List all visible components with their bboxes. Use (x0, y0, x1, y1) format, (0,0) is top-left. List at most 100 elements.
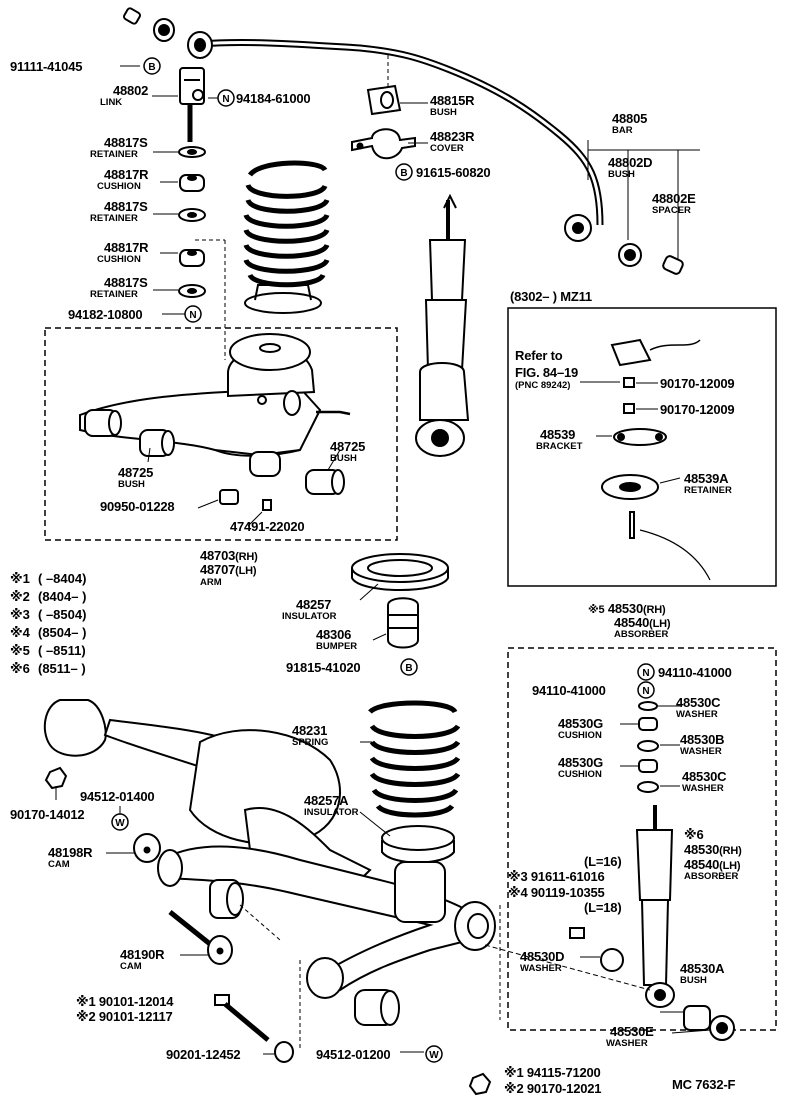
variant-row: ※4(8504– ) (10, 625, 87, 640)
label-bracket: BRACKET (536, 441, 583, 452)
marker-b: B (400, 168, 407, 179)
callout-48530A: 48530A (680, 961, 725, 976)
variant-row: ※5( –8511) (10, 643, 86, 658)
circle-markers (111, 57, 655, 1063)
bar-eye-right (564, 214, 592, 242)
label-bush: BUSH (330, 453, 357, 464)
inset-box (507, 307, 777, 587)
marker-n: N (642, 686, 649, 697)
label-washer: WASHER (520, 963, 562, 974)
callout-48231: 48231 (292, 723, 328, 738)
callout-48530E: 48530E (610, 1024, 654, 1039)
callout-48817R: 48817R (104, 167, 149, 182)
rear-shock-absorber (635, 805, 675, 1008)
callout-48725: 48725 (118, 465, 154, 480)
callout-48530-bot: 48530(RH) (684, 842, 742, 857)
marker-w: W (115, 818, 125, 829)
label-bush: BUSH (430, 107, 457, 118)
label-bush: BUSH (608, 169, 635, 180)
label-spacer: SPACER (652, 205, 691, 216)
front-coil-spring (243, 160, 330, 288)
callout-90101-12117: ※2 90101-12117 (76, 1009, 173, 1024)
marker-n: N (642, 668, 649, 679)
callout-47491-22020: 47491-22020 (230, 519, 305, 534)
callout-48802D: 48802D (608, 155, 653, 170)
callout-48257: 48257 (296, 597, 332, 612)
callout-94512-01400: 94512-01400 (80, 789, 155, 804)
callout-48805: 48805 (612, 111, 648, 126)
label-spring: SPRING (292, 737, 329, 748)
label-washer: WASHER (680, 746, 722, 757)
callout-48707: 48707(LH) (200, 562, 257, 577)
callout-48802: 48802 (113, 83, 149, 98)
callout-48530B: 48530B (680, 732, 725, 747)
callout-48540-top: 48540(LH) (614, 615, 671, 630)
callout-48817S: 48817S (104, 275, 148, 290)
label-absorber: ABSORBER (614, 629, 669, 640)
callout-48530G: 48530G (558, 716, 604, 731)
refer-line-1: Refer to (515, 348, 563, 363)
marker-b: B (148, 62, 155, 73)
callout-90170-12009: 90170-12009 (660, 402, 735, 417)
callout-mark-6: ※6 (684, 827, 704, 842)
label-washer: WASHER (682, 783, 724, 794)
marker-w: W (429, 1050, 439, 1061)
leader-lines (55, 65, 711, 1055)
label-retainer: RETAINER (90, 213, 138, 224)
label-bumper: BUMPER (316, 641, 358, 652)
callout-l16: (L=16) (584, 854, 622, 869)
variant-row: ※2(8404– ) (10, 589, 87, 604)
bar-eye-top (187, 31, 213, 59)
bush-48802D (618, 243, 642, 267)
label-bush: BUSH (118, 479, 145, 490)
label-cover: COVER (430, 143, 464, 154)
callout-48817S: 48817S (104, 135, 148, 150)
marker-n: N (189, 310, 196, 321)
callout-90170-12021: ※2 90170-12021 (504, 1081, 602, 1096)
front-upper-arm (79, 333, 351, 511)
inset-title: (8302– ) MZ11 (510, 289, 592, 304)
label-cushion: CUSHION (558, 730, 602, 741)
label-cushion: CUSHION (97, 254, 141, 265)
callout-91111-41045: 91111-41045 (10, 59, 83, 74)
callout-90170-12009: 90170-12009 (660, 376, 735, 391)
refer-line-3: (PNC 89242) (515, 380, 571, 391)
absorber-box (507, 647, 777, 1031)
label-link: LINK (100, 97, 123, 108)
variant-row: ※1( –8404) (10, 571, 87, 586)
callout-94512-01200: 94512-01200 (316, 1047, 391, 1062)
callout-48823R: 48823R (430, 129, 475, 144)
callout-48530C: 48530C (682, 769, 727, 784)
label-cushion: CUSHION (558, 769, 602, 780)
callout-48306: 48306 (316, 627, 352, 642)
callout-48703: 48703(RH) (200, 548, 258, 563)
callout-94184-61000: 94184-61000 (236, 91, 311, 106)
refer-line-2: FIG. 84–19 (515, 365, 579, 380)
callout-48817R: 48817R (104, 240, 149, 255)
callout-94110-41000: 94110-41000 (658, 665, 732, 680)
rear-absorber-hardware (569, 927, 735, 1041)
callout-48725: 48725 (330, 439, 366, 454)
label-retainer: RETAINER (684, 485, 732, 496)
label-cam: CAM (48, 859, 70, 870)
rear-lower-arm (157, 845, 651, 1050)
label-retainer: RETAINER (90, 289, 138, 300)
spring-seat-upper (244, 284, 322, 314)
link-bush-set (123, 7, 175, 42)
callout-48530G: 48530G (558, 755, 604, 770)
callout-48815R: 48815R (430, 93, 475, 108)
callout-90201-12452: 90201-12452 (166, 1047, 241, 1062)
label-insulator: INSULATOR (304, 807, 359, 818)
figure-code: MC 7632-F (672, 1077, 736, 1092)
callout-94182-10800: 94182-10800 (68, 307, 143, 322)
stabilizer-bar (199, 39, 700, 260)
label-washer: WASHER (676, 709, 718, 720)
front-shock-absorber (415, 193, 470, 457)
callout-48530-top: ※5 48530(RH) (588, 601, 666, 616)
cam-48198R (133, 833, 161, 863)
bumper-48306 (387, 597, 419, 649)
callout-91611-61016: ※3 91611-61016 (508, 869, 605, 884)
callout-94115-71200: ※1 94115-71200 (504, 1065, 601, 1080)
insulator-48257 (351, 553, 449, 591)
